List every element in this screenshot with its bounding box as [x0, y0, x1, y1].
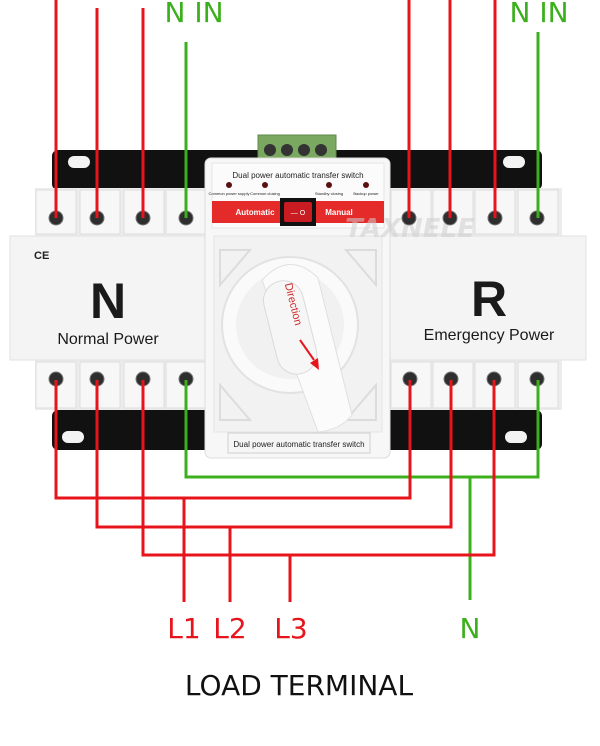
normal-power-letter: N: [90, 273, 126, 329]
l2-output-bus: [95, 380, 453, 529]
emergency-neutral-in-label: N IN: [509, 0, 568, 29]
controller-module: Dual power automatic transfer switch Com…: [204, 157, 391, 459]
indicator-label: Backup power: [353, 191, 379, 196]
output-neutral-bus: [184, 380, 540, 479]
l1-output-bus: [54, 380, 412, 500]
load-terminal-title: LOAD TERMINAL: [185, 669, 414, 702]
load-l2-label: L2: [213, 612, 246, 645]
mode-manual-label: Manual: [325, 208, 353, 217]
indicator-label: Common closing: [250, 191, 280, 196]
emergency-power-letter: R: [471, 271, 507, 327]
emergency-input-terminals: [390, 188, 562, 236]
normal-input-terminals: [35, 188, 207, 236]
emergency-power-caption: Emergency Power: [424, 327, 555, 344]
rail-slot-left: [62, 431, 84, 443]
rocker-symbols: — O: [291, 210, 306, 217]
indicator-label: Common power supply: [209, 191, 250, 196]
emergency-power-panel: R Emergency Power: [389, 235, 587, 361]
l3-output-bus: [141, 380, 496, 557]
indicator-label: Standby closing: [315, 191, 343, 196]
ce-mark: CE: [34, 250, 49, 262]
control-terminal-block: [257, 134, 337, 160]
normal-neutral-in-label: N IN: [164, 0, 223, 29]
rotary-handle[interactable]: Direction: [221, 256, 359, 433]
indicator-led: [326, 182, 332, 188]
rail-slot-left: [68, 156, 90, 168]
normal-output-terminals: [35, 360, 207, 410]
input-live-wires: [54, 0, 497, 218]
direction-arrow-shaft: [299, 339, 315, 361]
load-l1-label: L1: [167, 612, 200, 645]
indicator-led: [363, 182, 369, 188]
controller-title: Dual power automatic transfer switch: [232, 171, 363, 180]
load-neutral-label: N: [460, 612, 481, 645]
nameplate-label: Dual power automatic transfer switch: [233, 440, 364, 449]
mode-automatic-label: Automatic: [235, 208, 275, 217]
indicator-led: [226, 182, 232, 188]
direction-arrow-icon: [310, 358, 319, 370]
indicator-led: [262, 182, 268, 188]
normal-power-caption: Normal Power: [57, 331, 159, 348]
normal-power-panel: CE N Normal Power: [9, 235, 211, 361]
load-l3-label: L3: [274, 612, 307, 645]
rail-slot-right: [505, 431, 527, 443]
input-neutral-wires: [184, 32, 540, 218]
rail-slot-right: [503, 156, 525, 168]
mode-rocker-switch[interactable]: — O: [280, 198, 316, 226]
output-live-wires: [54, 380, 496, 602]
